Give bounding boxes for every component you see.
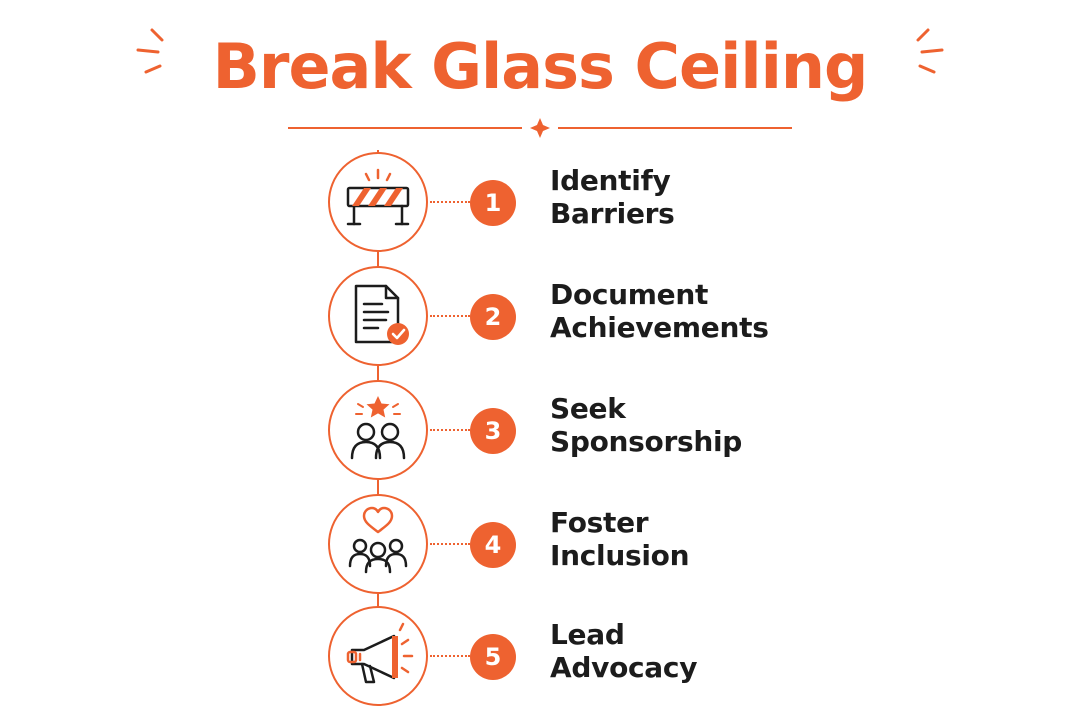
step-label-line1: Foster <box>550 506 649 539</box>
step-item-3: 3 Seek Sponsorship <box>328 380 888 480</box>
left-burst-icon <box>136 28 164 74</box>
step-label-line2: Sponsorship <box>550 425 743 458</box>
step-item-1: 1 Identify Barriers <box>328 152 888 252</box>
step-icon-circle <box>328 380 428 480</box>
megaphone-icon <box>346 622 414 684</box>
step-connector <box>430 655 470 657</box>
step-connector <box>430 315 470 317</box>
step-label-line2: Achievements <box>550 311 769 344</box>
document-check-icon <box>354 284 409 345</box>
step-number-badge: 1 <box>470 180 516 226</box>
step-label-line2: Advocacy <box>550 651 698 684</box>
step-number-badge: 4 <box>470 522 516 568</box>
step-number-badge: 3 <box>470 408 516 454</box>
step-label: Lead Advocacy <box>550 618 880 684</box>
step-label-line2: Inclusion <box>550 539 690 572</box>
step-label: Foster Inclusion <box>550 506 880 572</box>
step-label: Document Achievements <box>550 278 880 344</box>
inclusion-heart-icon <box>348 506 408 574</box>
step-connector <box>430 429 470 431</box>
step-label: Seek Sponsorship <box>550 392 880 458</box>
step-item-5: 5 Lead Advocacy <box>328 606 888 706</box>
step-connector <box>430 201 470 203</box>
step-item-4: 4 Foster Inclusion <box>328 494 888 594</box>
step-number-badge: 5 <box>470 634 516 680</box>
page-title: Break Glass Ceiling <box>212 30 869 103</box>
step-icon-circle <box>328 266 428 366</box>
step-label: Identify Barriers <box>550 164 880 230</box>
step-label-line1: Identify <box>550 164 671 197</box>
barrier-icon <box>346 168 410 226</box>
step-icon-circle <box>328 494 428 594</box>
step-label-line2: Barriers <box>550 197 675 230</box>
right-burst-icon <box>916 28 944 74</box>
step-icon-circle <box>328 152 428 252</box>
step-label-line1: Seek <box>550 392 626 425</box>
divider-sparkle-icon <box>530 118 550 138</box>
step-label-line1: Lead <box>550 618 625 651</box>
step-item-2: 2 Document Achievements <box>328 266 888 366</box>
sponsor-star-icon <box>350 396 406 460</box>
step-label-line1: Document <box>550 278 709 311</box>
step-number-badge: 2 <box>470 294 516 340</box>
step-icon-circle <box>328 606 428 706</box>
step-connector <box>430 543 470 545</box>
